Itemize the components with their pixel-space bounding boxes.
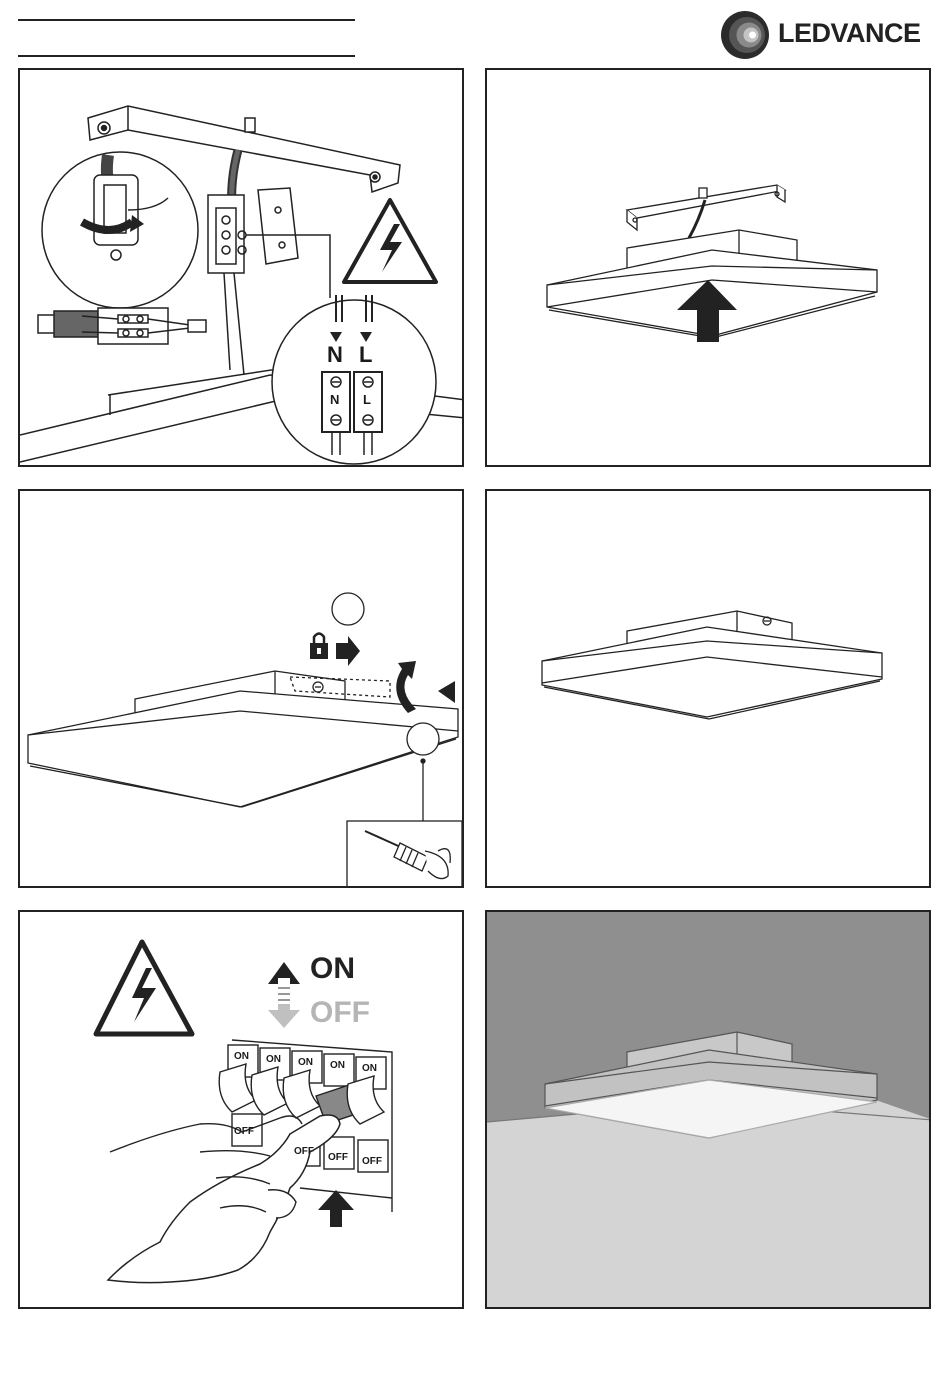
breaker-off-label: OFF xyxy=(328,1152,348,1163)
lock-icon xyxy=(310,634,328,660)
terminal-l-label: L xyxy=(363,392,371,407)
breaker-on-label: ON xyxy=(330,1060,345,1071)
step-6-result-panel xyxy=(485,910,931,1309)
step-2-mount-panel xyxy=(485,68,931,467)
step-5-power-panel: ON OFF ON ON ON ON ON OFF OFF OFF OFF xyxy=(18,910,464,1309)
ledvance-logo-icon xyxy=(720,10,772,60)
breaker-off-label: OFF xyxy=(362,1156,382,1167)
breaker-on-label: ON xyxy=(298,1057,313,1068)
header-line-top xyxy=(18,19,355,21)
breaker-on-label: ON xyxy=(362,1063,377,1074)
off-label: OFF xyxy=(310,996,370,1030)
arrow-up-icon xyxy=(268,962,300,984)
step-3-lock-panel xyxy=(18,489,464,888)
neutral-label: N xyxy=(327,342,343,368)
breaker-off-label: OFF xyxy=(234,1126,254,1137)
terminal-n-label: N xyxy=(330,392,339,407)
header-line-bottom xyxy=(18,55,355,57)
breaker-off-label: OFF xyxy=(294,1146,314,1157)
breaker-on-label: ON xyxy=(266,1054,281,1065)
step-4-installed-panel xyxy=(485,489,931,888)
brand-name: LEDVANCE xyxy=(778,18,921,49)
on-label: ON xyxy=(310,952,355,986)
breaker-on-label: ON xyxy=(234,1051,249,1062)
brand-logo: LEDVANCE xyxy=(720,10,935,60)
step-1-wiring-panel: N L N L xyxy=(18,68,464,467)
live-label: L xyxy=(359,342,372,368)
